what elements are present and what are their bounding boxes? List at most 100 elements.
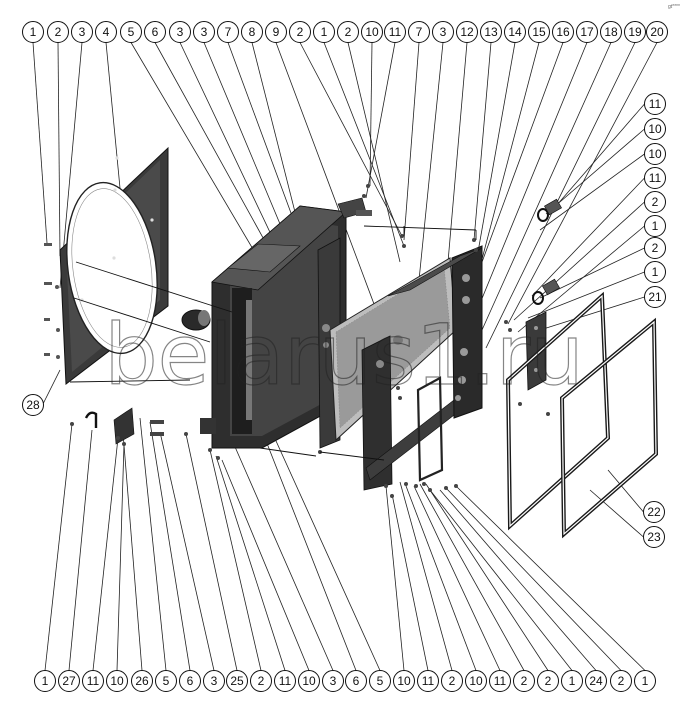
- callout-number: 17: [580, 25, 594, 39]
- callout-circle: [634, 670, 656, 692]
- callout-circle: [644, 118, 666, 140]
- callout-circle: [82, 670, 104, 692]
- callout-number: 1: [30, 25, 37, 39]
- callout-number: 2: [449, 674, 456, 688]
- callout-number: 1: [569, 674, 576, 688]
- callout-right-2: 10: [644, 118, 666, 140]
- callout-circle: [155, 670, 177, 692]
- leader-line: [227, 42, 299, 233]
- callout-bottom-20: 11: [489, 670, 511, 692]
- callout-number: 13: [484, 25, 498, 39]
- callout-number: 28: [26, 398, 40, 412]
- callout-circle: [298, 670, 320, 692]
- leader-line: [425, 483, 549, 671]
- callout-circle: [250, 670, 272, 692]
- callout-circle: [504, 21, 526, 43]
- callout-circle: [644, 191, 666, 213]
- leader-line: [513, 201, 645, 321]
- callout-number: 25: [230, 674, 244, 688]
- callout-circle: [646, 21, 668, 43]
- callout-circle: [34, 670, 56, 692]
- leader-line: [185, 433, 238, 671]
- callout-circle: [644, 215, 666, 237]
- callout-circle: [552, 21, 574, 43]
- leader-line: [57, 42, 61, 257]
- callout-right-5: 2: [644, 191, 666, 213]
- callout-circle: [22, 394, 44, 416]
- callout-circle: [393, 670, 415, 692]
- callout-circle: [644, 143, 666, 165]
- callout-number: 10: [365, 25, 379, 39]
- leader-line: [447, 42, 468, 263]
- leader-line: [445, 487, 622, 671]
- callout-number: 7: [416, 25, 423, 39]
- leader-line: [365, 42, 396, 199]
- callout-number: 10: [469, 674, 483, 688]
- callout-number: 5: [163, 674, 170, 688]
- callout-right-8: 1: [644, 261, 666, 283]
- callout-circle: [644, 261, 666, 283]
- watermark-text: belarus1.ru: [104, 306, 583, 404]
- callout-circle: [144, 21, 166, 43]
- leader-line: [261, 409, 381, 671]
- callout-bottom-3: 11: [82, 670, 104, 692]
- gasket-large: [505, 291, 611, 531]
- callout-number: 4: [103, 25, 110, 39]
- callout-top-18: 3: [432, 21, 454, 43]
- callout-circle: [600, 21, 622, 43]
- callout-circle: [432, 21, 454, 43]
- callout-bottom-10: 2: [250, 670, 272, 692]
- callout-number: 2: [652, 195, 659, 209]
- callout-circle: [643, 501, 665, 523]
- callout-number: 11: [649, 97, 662, 111]
- callout-bottom-19: 10: [465, 670, 487, 692]
- callout-number: 3: [330, 674, 337, 688]
- leader-line: [507, 42, 658, 325]
- pipe-fittings: [532, 198, 562, 305]
- callout-top-24: 17: [576, 21, 598, 43]
- callout-number: 2: [652, 241, 659, 255]
- callout-number: 21: [648, 290, 662, 304]
- leader-line: [347, 42, 401, 263]
- leader-line: [531, 177, 645, 297]
- callout-bottom-24: 24: [585, 670, 607, 692]
- callout-number: 1: [42, 674, 49, 688]
- callout-bottom-5: 26: [131, 670, 153, 692]
- callout-circle: [644, 237, 666, 259]
- callout-bottom-15: 5: [369, 670, 391, 692]
- callout-circle: [456, 21, 478, 43]
- callout-top-14: 2: [337, 21, 359, 43]
- callout-circle: [513, 670, 535, 692]
- callout-number: 24: [589, 674, 603, 688]
- leader-line: [607, 469, 644, 513]
- callout-circle: [384, 21, 406, 43]
- leader-line: [385, 485, 405, 671]
- callout-top-2: 2: [47, 21, 69, 43]
- callout-number: 6: [187, 674, 194, 688]
- callout-number: 14: [508, 25, 522, 39]
- leader-lines: [32, 42, 658, 671]
- callout-bottom-7: 6: [179, 670, 201, 692]
- callout-circle: [528, 21, 550, 43]
- bracket-plate: [525, 311, 547, 391]
- callout-top-21: 14: [504, 21, 526, 43]
- callout-top-17: 7: [408, 21, 430, 43]
- callout-number: 2: [55, 25, 62, 39]
- leader-line: [139, 417, 167, 671]
- leader-line: [44, 423, 73, 671]
- callout-bottom-12: 10: [298, 670, 320, 692]
- callout-circle: [610, 670, 632, 692]
- callout-top-15: 10: [361, 21, 383, 43]
- leader-line: [369, 42, 373, 187]
- leader-line: [589, 489, 644, 538]
- callout-number: 5: [377, 674, 384, 688]
- leader-line: [105, 42, 121, 189]
- callout-number: 11: [389, 25, 402, 39]
- callout-circle: [106, 670, 128, 692]
- callout-circle: [644, 167, 666, 189]
- callout-circle: [585, 670, 607, 692]
- callout-number: 3: [177, 25, 184, 39]
- callout-right-9: 21: [644, 286, 666, 308]
- top-bracket: [337, 197, 372, 219]
